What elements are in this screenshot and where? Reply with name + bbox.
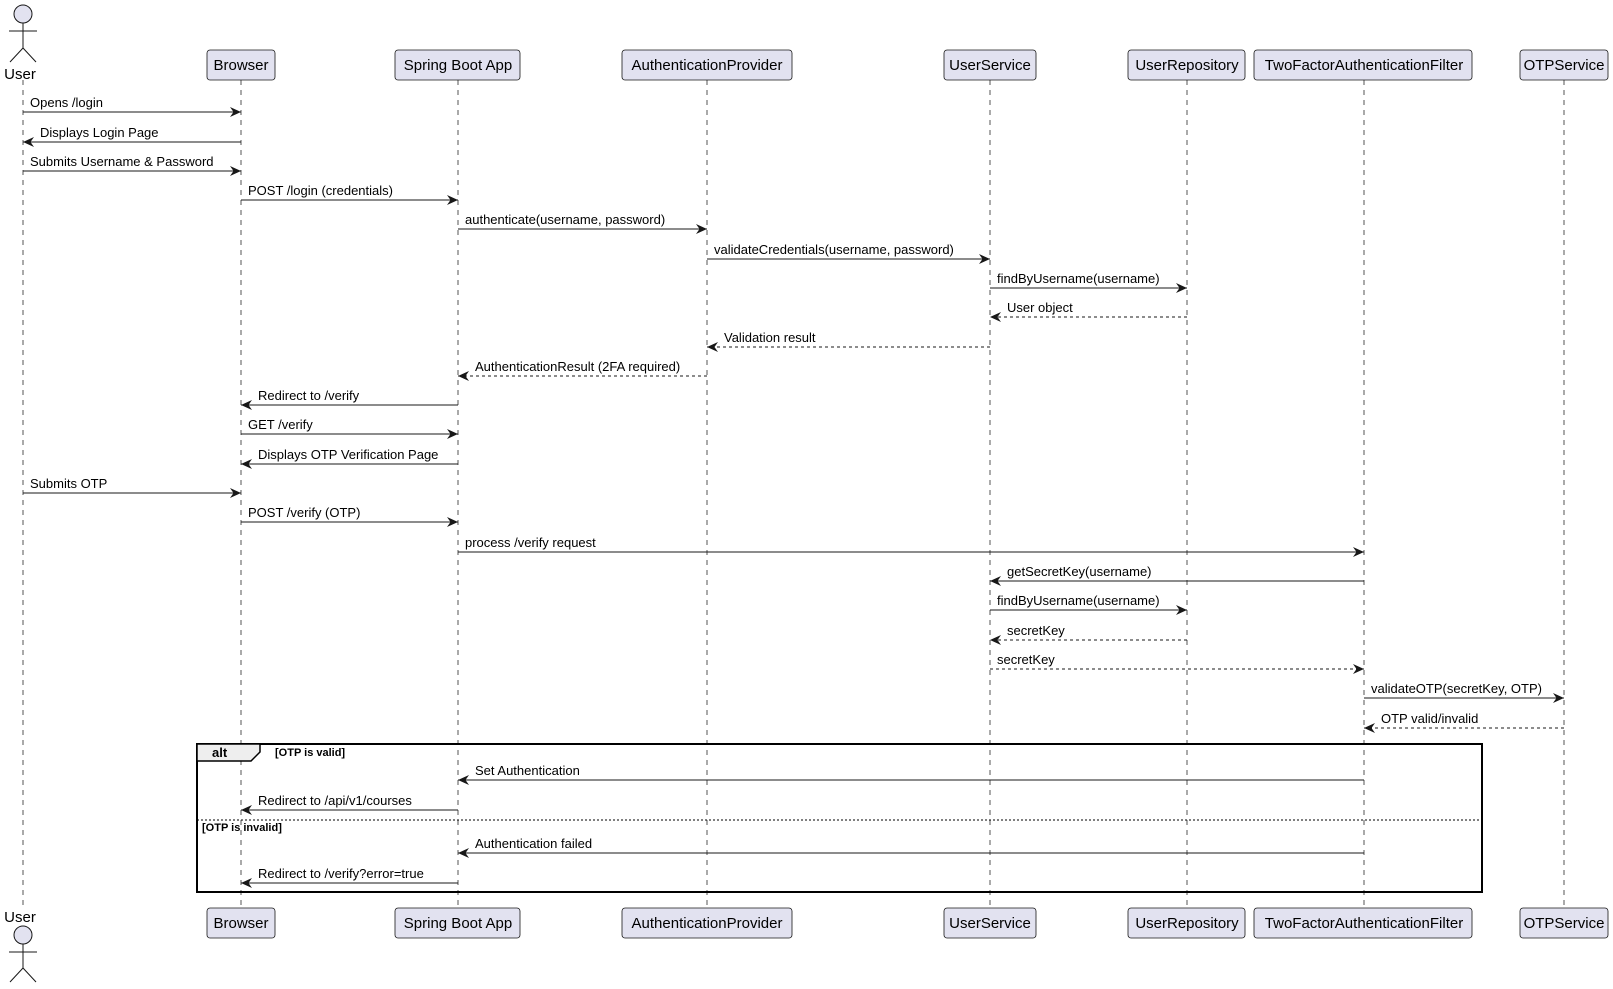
message-label-17: getSecretKey(username) bbox=[1007, 564, 1152, 579]
message-label-10: AuthenticationResult (2FA required) bbox=[475, 359, 680, 374]
participant-authentication-provider: AuthenticationProvider bbox=[632, 57, 783, 74]
participant-user-service: UserService bbox=[949, 57, 1031, 74]
message-label-20: secretKey bbox=[997, 652, 1055, 667]
participant-otp-service-bottom: OTPService bbox=[1524, 915, 1605, 932]
participant-spring-boot-app: Spring Boot App bbox=[404, 57, 512, 74]
participant-browser-bottom: Browser bbox=[213, 915, 268, 932]
message-label-21: validateOTP(secretKey, OTP) bbox=[1371, 681, 1542, 696]
message-label-7: findByUsername(username) bbox=[997, 271, 1160, 286]
message-label-13: Displays OTP Verification Page bbox=[258, 447, 438, 462]
participant-spring-boot-app-bottom: Spring Boot App bbox=[404, 915, 512, 932]
message-label-5: authenticate(username, password) bbox=[465, 212, 665, 227]
message-label-8: User object bbox=[1007, 300, 1073, 315]
lifelines bbox=[22, 80, 1565, 905]
message-label-11: Redirect to /verify bbox=[258, 388, 360, 403]
participant-user-service-bottom: UserService bbox=[949, 915, 1031, 932]
alt-frame bbox=[196, 743, 1483, 893]
participant-user-repository: UserRepository bbox=[1135, 57, 1239, 74]
participant-footer-row: Browser Spring Boot App AuthenticationPr… bbox=[206, 907, 1609, 939]
participant-user-repository-bottom: UserRepository bbox=[1135, 915, 1239, 932]
message-label-1: Opens /login bbox=[30, 95, 103, 110]
message-label-6: validateCredentials(username, password) bbox=[714, 242, 954, 257]
participant-browser: Browser bbox=[213, 57, 268, 74]
actor-label-user-bottom: User bbox=[4, 909, 36, 926]
alt-guard-invalid: [OTP is invalid] bbox=[202, 822, 282, 834]
message-label-3: Submits Username & Password bbox=[30, 154, 214, 169]
message-label-22: OTP valid/invalid bbox=[1381, 711, 1478, 726]
message-label-12: GET /verify bbox=[248, 417, 313, 432]
participant-authentication-provider-bottom: AuthenticationProvider bbox=[632, 915, 783, 932]
alt-fragment: alt [OTP is valid] [OTP is invalid] bbox=[196, 743, 1483, 893]
actor-head-icon bbox=[13, 925, 33, 945]
message-label-23: Set Authentication bbox=[475, 763, 580, 778]
message-label-4: POST /login (credentials) bbox=[248, 183, 393, 198]
participant-header-row: Browser Spring Boot App AuthenticationPr… bbox=[206, 49, 1609, 81]
participant-two-factor-filter-bottom: TwoFactorAuthenticationFilter bbox=[1265, 915, 1463, 932]
alt-keyword: alt bbox=[212, 745, 228, 760]
message-label-18: findByUsername(username) bbox=[997, 593, 1160, 608]
message-label-26: Redirect to /verify?error=true bbox=[258, 866, 424, 881]
message-label-14: Submits OTP bbox=[30, 476, 107, 491]
message-label-15: POST /verify (OTP) bbox=[248, 505, 360, 520]
message-label-19: secretKey bbox=[1007, 623, 1065, 638]
message-label-2: Displays Login Page bbox=[40, 125, 159, 140]
message-label-24: Redirect to /api/v1/courses bbox=[258, 793, 412, 808]
participant-two-factor-filter: TwoFactorAuthenticationFilter bbox=[1265, 57, 1463, 74]
message-label-16: process /verify request bbox=[465, 535, 596, 550]
message-label-9: Validation result bbox=[724, 330, 816, 345]
actor-user-bottom: User bbox=[4, 909, 37, 983]
participant-otp-service: OTPService bbox=[1524, 57, 1605, 74]
alt-guard-valid: [OTP is valid] bbox=[275, 747, 345, 759]
actor-label-user-top: User bbox=[4, 66, 36, 83]
actor-head-icon bbox=[13, 4, 33, 24]
actor-user-top: User bbox=[4, 4, 37, 83]
alt-tab bbox=[196, 743, 261, 762]
message-label-25: Authentication failed bbox=[475, 836, 592, 851]
